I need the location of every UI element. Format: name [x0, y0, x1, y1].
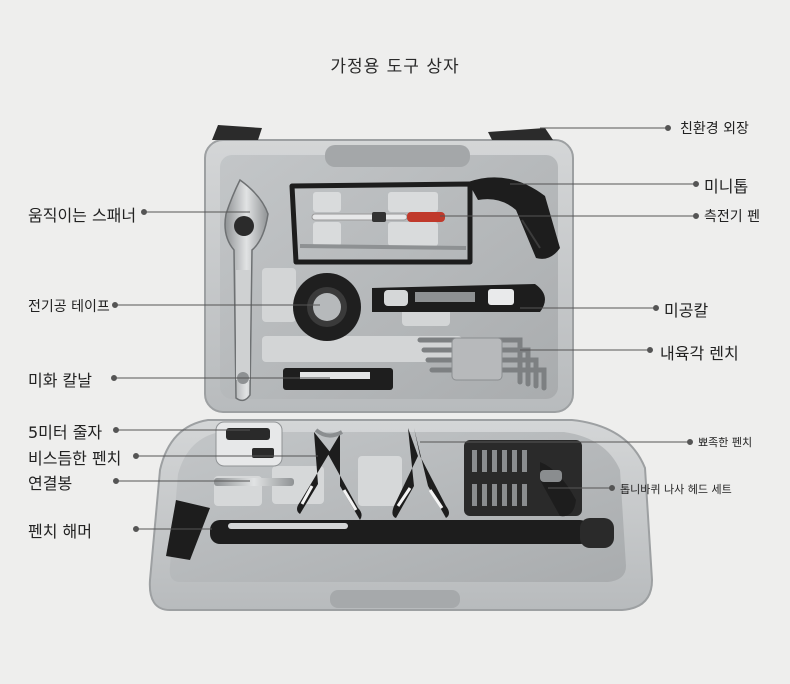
latch-left: [212, 125, 262, 140]
extension-rod: [214, 478, 294, 486]
label-measure: 5미터 줄자: [28, 423, 103, 442]
label-hex-key: 내육각 렌치: [660, 344, 739, 363]
label-wrench: 움직이는 스패너: [28, 206, 137, 225]
label-diagonal: 비스듬한 펜치: [28, 449, 122, 468]
claw-hammer: [166, 500, 614, 560]
label-mini-saw: 미니톱: [704, 177, 749, 196]
blade-pack: [283, 368, 393, 390]
long-nose-pliers: [392, 428, 449, 518]
latch-right: [488, 128, 553, 140]
label-hammer: 펜치 해머: [28, 522, 92, 541]
tape-measure: [215, 421, 283, 467]
electrical-tape: [293, 273, 361, 341]
label-tape: 전기공 테이프: [28, 299, 110, 315]
label-test-pen: 측전기 펜: [704, 209, 760, 225]
ratchet-bit-set: [464, 440, 582, 517]
adjustable-wrench: [224, 178, 269, 402]
label-ratchet-bits: 톱니바퀴 나사 헤드 세트: [620, 483, 732, 496]
utility-knife: [372, 284, 545, 312]
label-blades: 미화 칼날: [28, 371, 92, 390]
label-case: 친환경 외장: [680, 121, 749, 137]
page-title: 가정용 도구 상자: [330, 57, 460, 77]
voltage-test-pen: [311, 212, 445, 222]
hex-key-set: [417, 337, 547, 391]
callout-lines: [111, 125, 699, 532]
mini-saw: [289, 177, 560, 265]
label-extension: 연결봉: [28, 474, 73, 493]
label-cutter: 미공칼: [664, 301, 709, 320]
label-long-nose: 뾰족한 펜치: [698, 436, 753, 449]
diagonal-pliers: [297, 428, 362, 520]
